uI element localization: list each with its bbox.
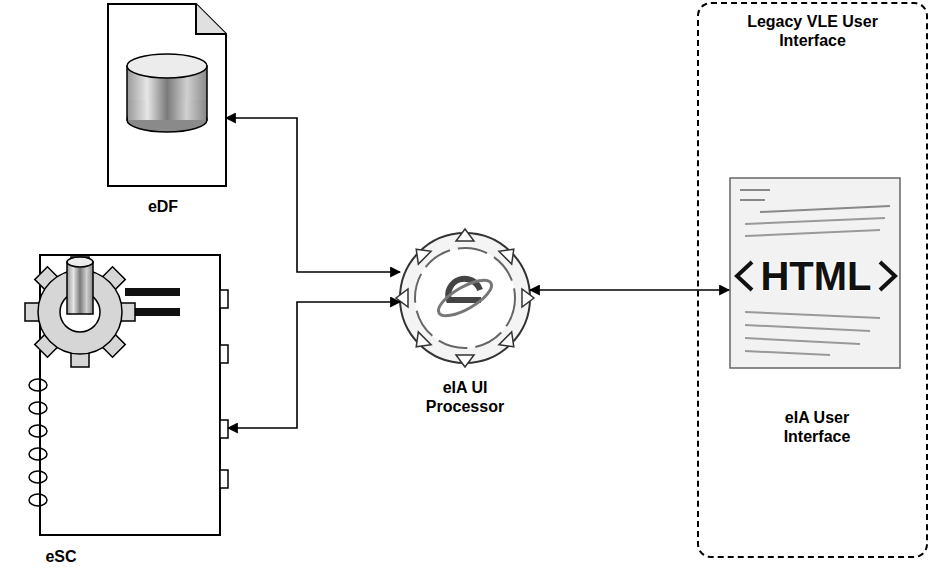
ring-arrow xyxy=(410,243,431,264)
ring-arrow xyxy=(499,332,520,353)
database-top xyxy=(127,54,207,78)
gear xyxy=(25,257,135,367)
ring-arrow xyxy=(522,289,534,307)
html-picture xyxy=(730,178,900,368)
database-body-fill xyxy=(128,100,206,120)
notebook-page xyxy=(40,255,220,535)
bidirectional-arrow xyxy=(530,289,729,291)
spiral-ring xyxy=(29,379,47,391)
code-line xyxy=(740,189,770,191)
processor-ring xyxy=(400,233,530,363)
ring-arrow xyxy=(456,355,474,367)
processor-circle: eIA UI Processor xyxy=(400,230,530,416)
node-label: eDF xyxy=(108,197,218,216)
notebook-icon xyxy=(25,255,228,535)
spiral-ring xyxy=(29,448,47,460)
notebook-tab xyxy=(220,290,228,308)
bidirectional-arrow xyxy=(228,302,400,428)
html-logo-text: HTML xyxy=(752,254,880,298)
code-line xyxy=(745,312,880,318)
gear-shaft-top xyxy=(67,257,93,267)
code-line xyxy=(760,206,890,212)
code-line xyxy=(740,199,765,201)
code-line xyxy=(745,325,870,331)
ring-arrow xyxy=(456,229,474,241)
notebook-tab xyxy=(220,345,228,363)
node-label: Legacy VLE User Interface xyxy=(728,12,898,50)
code-line xyxy=(745,230,880,236)
spiral-ring xyxy=(29,402,47,414)
document-sheet xyxy=(108,4,226,186)
spiral-ring xyxy=(29,494,47,506)
database-document: eDF xyxy=(100,2,226,216)
notebook-tab xyxy=(220,420,228,438)
spiral-ring xyxy=(29,471,47,483)
node-label: eSC xyxy=(36,547,86,566)
script-notebook: eSC xyxy=(0,252,228,566)
document-icon xyxy=(108,4,226,186)
notebook-tab xyxy=(220,470,228,488)
tag-bracket xyxy=(737,262,752,290)
tag-bracket xyxy=(880,262,895,290)
node-label: eIA UI Processor xyxy=(410,378,520,416)
processor-icon xyxy=(396,229,534,367)
html-interface: eIA User Interface xyxy=(729,176,905,446)
ring-arrow xyxy=(499,243,520,264)
code-line xyxy=(745,218,885,224)
spiral-ring xyxy=(29,425,47,437)
document-fold xyxy=(196,4,226,34)
black-bar xyxy=(125,288,180,296)
gear-shaft xyxy=(67,262,93,314)
code-line xyxy=(745,338,860,344)
picture-frame xyxy=(730,178,900,368)
bidirectional-arrow xyxy=(226,118,400,272)
code-line xyxy=(745,351,830,355)
browser-logo-orbit xyxy=(434,273,497,322)
ring-arrow xyxy=(396,289,408,307)
node-label: eIA User Interface xyxy=(757,408,877,446)
processor-inner-ring xyxy=(415,248,515,348)
ring-arrow xyxy=(410,332,431,353)
